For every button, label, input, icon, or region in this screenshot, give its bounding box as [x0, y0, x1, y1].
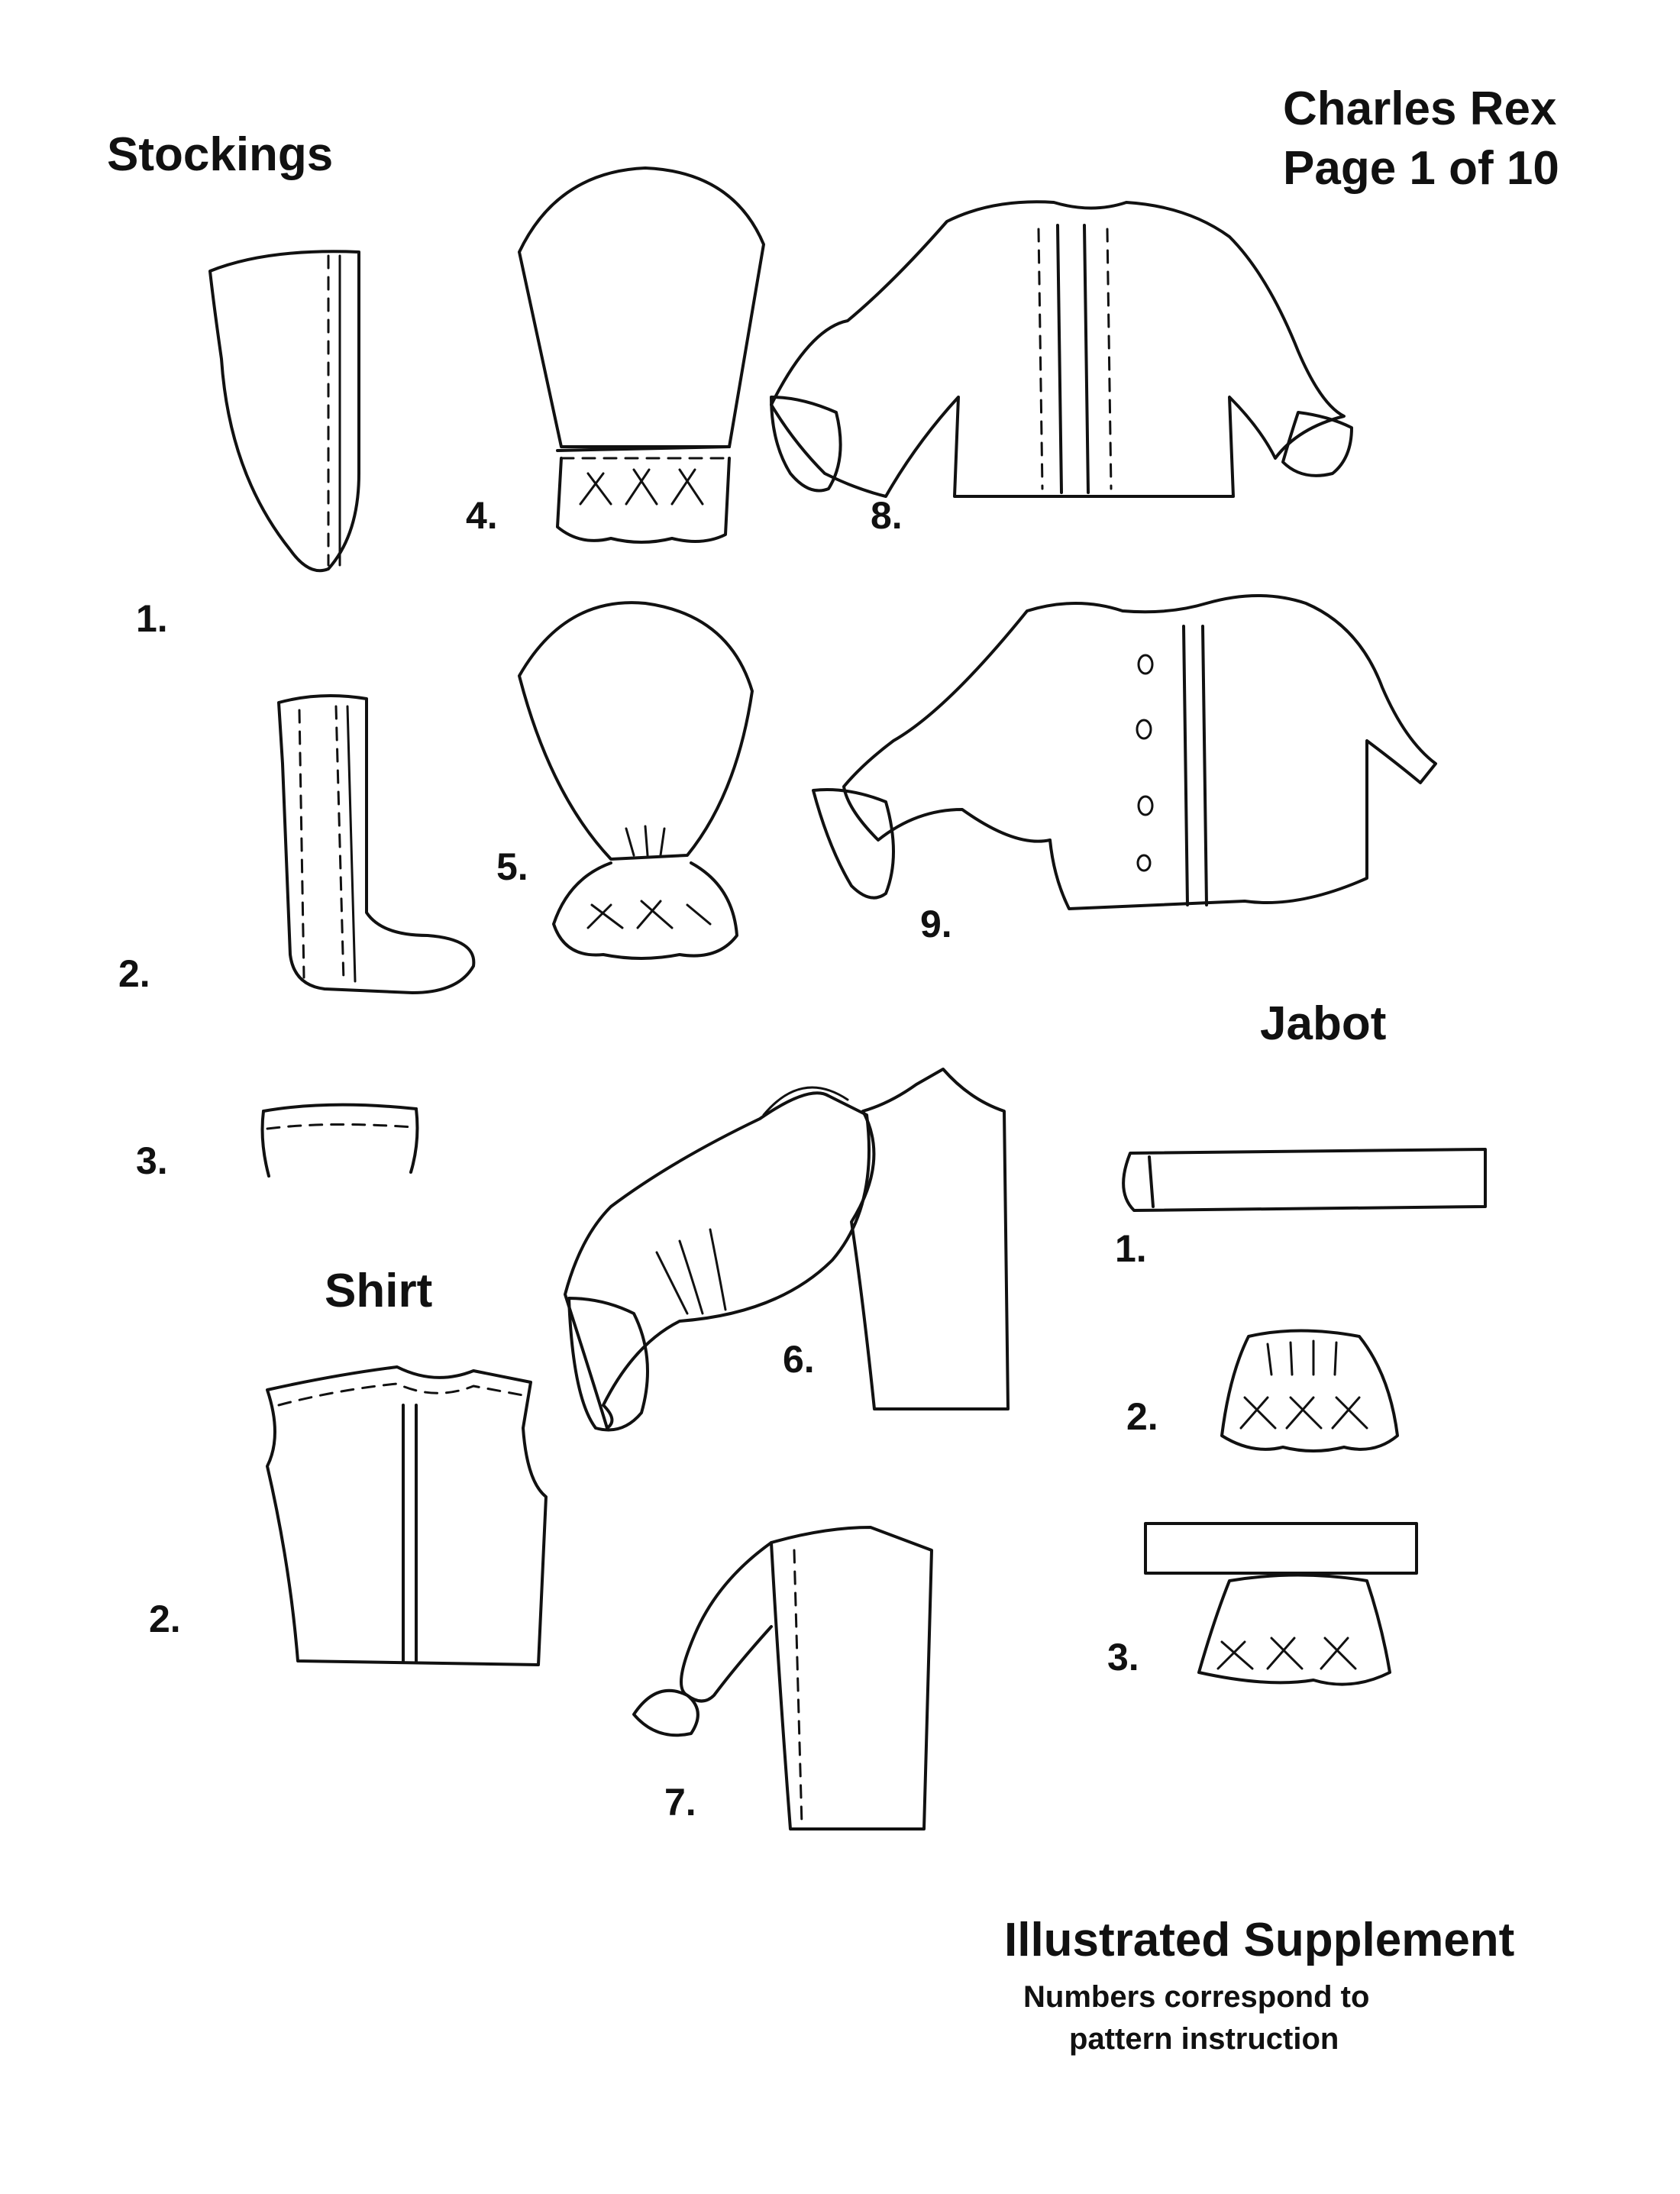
sleeve-5-drawing: [518, 601, 754, 960]
jabot-step-3-label: 3.: [1107, 1636, 1139, 1679]
jabot-step-1-label: 1.: [1115, 1227, 1147, 1270]
sleeve-6-drawing: [564, 1068, 1010, 1432]
jabot-step-2-label: 2.: [1126, 1395, 1158, 1438]
jabot-2-drawing: [1220, 1329, 1399, 1452]
shirt-step-7-label: 7.: [664, 1781, 696, 1824]
shirt-step-9-label: 9.: [920, 903, 952, 945]
stockings-step-3-label: 3.: [136, 1139, 168, 1182]
stocking-3-drawing: [260, 1103, 419, 1178]
shirt-9-drawing: [812, 594, 1437, 910]
pattern-title: Charles Rex: [1283, 82, 1557, 135]
shirt-heading: Shirt: [325, 1265, 433, 1317]
supplement-title: Illustrated Supplement: [1004, 1914, 1515, 1966]
sleeve-4-drawing: [518, 166, 765, 544]
supplement-note-line-1: Numbers correspond to: [1023, 1980, 1370, 2014]
jabot-heading: Jabot: [1260, 997, 1387, 1050]
stockings-heading: Stockings: [107, 128, 334, 181]
stockings-step-1-label: 1.: [136, 597, 168, 640]
stocking-1-drawing: [208, 250, 360, 573]
shirt-8-drawing: [770, 200, 1353, 498]
stockings-step-2-label: 2.: [118, 952, 150, 995]
jabot-1-drawing: [1122, 1148, 1487, 1212]
stocking-2-drawing: [277, 694, 476, 994]
shirt-2-drawing: [266, 1365, 548, 1666]
supplement-note-line-2: pattern instruction: [1069, 2022, 1339, 2056]
shirt-step-8-label: 8.: [871, 494, 903, 537]
shirt-step-6-label: 6.: [783, 1338, 815, 1381]
page-indicator: Page 1 of 10: [1283, 142, 1559, 195]
shirt-step-2-label: 2.: [149, 1598, 181, 1640]
jabot-3-drawing: [1144, 1522, 1418, 1686]
shirt-step-4-label: 4.: [466, 494, 498, 537]
sleeve-7-drawing: [632, 1526, 933, 1830]
shirt-step-5-label: 5.: [496, 845, 528, 888]
